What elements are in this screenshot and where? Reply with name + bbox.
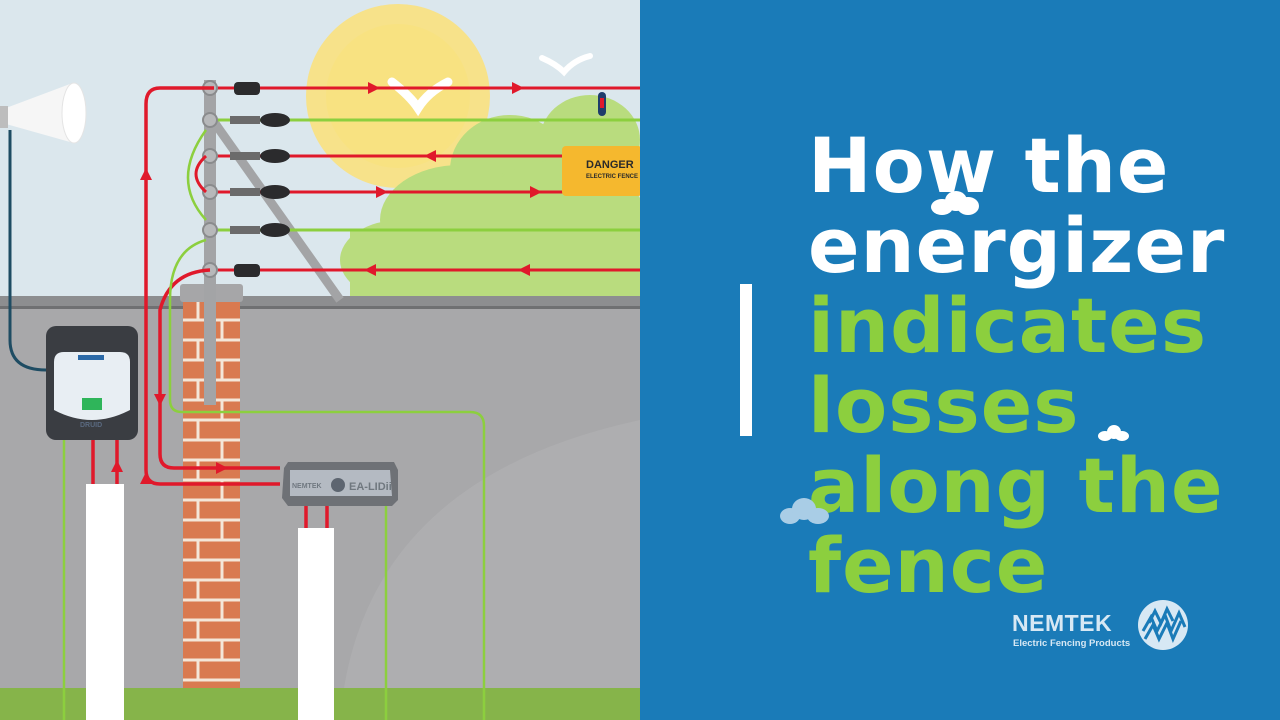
title-line-3: indicates (808, 281, 1208, 370)
title-line-2: energizer (808, 201, 1226, 290)
svg-text:NEMTEK: NEMTEK (292, 483, 322, 490)
svg-text:EA-LIDii: EA-LIDii (349, 481, 392, 493)
ea-lid-detector: NEMTEK EA-LIDii (282, 462, 398, 506)
fence-illustration: DANGER ELECTRIC FENCE (0, 0, 640, 720)
energizer-device: DRUID (46, 326, 138, 440)
danger-sign: DANGER ELECTRIC FENCE (562, 146, 640, 196)
title-line-4: losses (808, 361, 1080, 450)
bird-icon (539, 53, 593, 77)
cloud-icon (931, 191, 979, 215)
strand-tensioners (202, 80, 290, 278)
title-panel: How the energizer indicates losses along… (640, 0, 1280, 720)
title-line-6: fence (808, 521, 1049, 610)
cloud-icon (1098, 425, 1129, 441)
cloud-icon (780, 498, 829, 524)
svg-text:DANGER: DANGER (586, 159, 634, 171)
nemtek-mark-icon (1138, 600, 1188, 650)
brand-name: NEMTEK (1012, 610, 1113, 636)
svg-text:DRUID: DRUID (80, 422, 102, 429)
title-line-1: How the (808, 121, 1170, 210)
nemtek-logo: NEMTEK Electric Fencing Products (1012, 598, 1192, 658)
sun-icon (306, 4, 490, 188)
siren-horn-icon (0, 82, 87, 372)
title-line-5: along the (808, 441, 1224, 530)
brand-tagline: Electric Fencing Products (1013, 638, 1131, 649)
svg-text:ELECTRIC FENCE: ELECTRIC FENCE (586, 174, 638, 180)
accent-bar (740, 284, 752, 436)
